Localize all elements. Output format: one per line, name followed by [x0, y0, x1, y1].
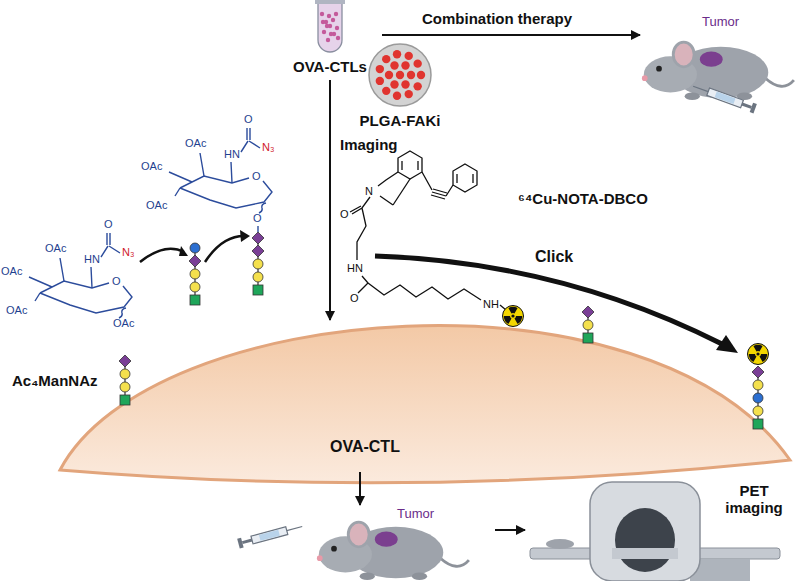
atom-label: O — [340, 208, 349, 221]
atom-label: OAc — [141, 160, 162, 173]
sugar-circle — [583, 320, 593, 330]
atom-label: OAc — [6, 304, 27, 317]
cell-dot — [336, 36, 340, 40]
drug-dot — [376, 65, 384, 73]
pet-scanner: PET imaging — [525, 478, 797, 581]
atom-label: OAc — [113, 317, 134, 330]
cell-dot — [321, 20, 325, 24]
drug-dot — [413, 82, 421, 90]
atom-label: O — [350, 292, 359, 305]
atom-label: OAc — [1, 265, 22, 278]
atom-label: HN — [347, 262, 363, 275]
cell-dot — [326, 38, 330, 42]
sialic-diamond — [582, 306, 594, 318]
drug-dot — [401, 61, 409, 69]
mouse-model: Tumor — [315, 505, 495, 579]
drug-dot — [393, 50, 401, 58]
atom-label: N₃ — [122, 246, 134, 259]
nanoparticle: PLGA-FAKi — [345, 42, 457, 132]
sugar-circle — [190, 243, 200, 253]
atom-label: N₃ — [262, 141, 274, 154]
sialic-diamond — [752, 366, 764, 378]
node-label: OVA-CTL — [330, 438, 400, 456]
atom-label: N — [365, 185, 373, 198]
annotation: Click — [535, 248, 573, 266]
flow-arrow — [382, 34, 640, 36]
drug-dot — [413, 59, 421, 67]
atom-label: HN — [224, 148, 240, 161]
atom-label: OAc — [45, 242, 66, 255]
annotation: Ac₄ManNAz — [12, 372, 98, 389]
cell-dot — [322, 30, 326, 34]
atom-label: O — [244, 113, 253, 126]
sample-tube: OVA-CTLs — [280, 0, 382, 80]
sugar-circle — [190, 282, 200, 292]
drug-dot — [401, 80, 409, 88]
particle-outline — [345, 42, 455, 112]
sialic-diamond — [252, 232, 264, 244]
sugar-circle — [190, 269, 200, 279]
cell-dot — [329, 32, 333, 36]
drug-dot — [382, 55, 390, 63]
glcnac-square — [583, 333, 593, 343]
mouse-model: Tumor — [640, 15, 797, 110]
edge-label: Imaging — [338, 136, 400, 153]
cell-dot — [320, 12, 324, 16]
drug-dot — [390, 80, 398, 88]
t-cell: OVA-CTL — [60, 320, 790, 472]
drug-dot — [382, 87, 390, 95]
atom-label: HN — [84, 253, 100, 266]
cell-dot — [335, 26, 339, 30]
glcnac-square — [120, 395, 130, 405]
cell-dot — [334, 12, 338, 16]
cell-dot — [327, 14, 331, 18]
sugar-circle — [753, 406, 763, 416]
node-label: PET imaging — [715, 482, 793, 517]
edge-label: Combination therapy — [420, 10, 574, 27]
drug-dot — [376, 77, 384, 85]
atom-label: O — [104, 218, 113, 231]
drug-dot — [405, 90, 413, 98]
sialic-diamond — [252, 245, 264, 257]
cell-dot — [325, 24, 329, 28]
annotation: ⁶⁴Cu-NOTA-DBCO — [518, 190, 648, 207]
node-label: Tumor — [397, 507, 434, 522]
drug-dot — [417, 71, 425, 79]
atom-label: NH — [483, 298, 499, 311]
sugar-circle — [253, 259, 263, 269]
drug-dot — [396, 71, 404, 79]
flow-arrow — [495, 529, 525, 531]
node-label: OVA-CTLs — [280, 58, 380, 75]
flow-arrow — [359, 472, 361, 505]
sialic-diamond — [119, 355, 131, 367]
flow-arrow — [329, 80, 331, 320]
glcnac-square — [190, 295, 200, 305]
plga-sphere — [369, 44, 431, 106]
node-label: Tumor — [702, 15, 739, 30]
sugar-circle — [753, 393, 763, 403]
drug-dot — [405, 52, 413, 60]
cell-dot — [331, 18, 335, 22]
sialic-diamond — [189, 255, 201, 267]
glcnac-square — [253, 285, 263, 295]
drug-dot — [393, 92, 401, 100]
atom-label: O — [112, 275, 121, 288]
atom-label: O — [252, 170, 261, 183]
drug-dot — [390, 61, 398, 69]
drug-dot — [385, 71, 393, 79]
drug-dot — [407, 71, 415, 79]
sugar-circle — [120, 369, 130, 379]
glcnac-square — [753, 419, 763, 429]
node-label: PLGA-FAKi — [345, 112, 455, 129]
atom-label: OAc — [185, 137, 206, 150]
atom-label: OAc — [146, 199, 167, 212]
sugar-circle — [120, 382, 130, 392]
sugar-circle — [253, 272, 263, 282]
atom-label: O — [253, 212, 262, 225]
sugar-circle — [753, 380, 763, 390]
